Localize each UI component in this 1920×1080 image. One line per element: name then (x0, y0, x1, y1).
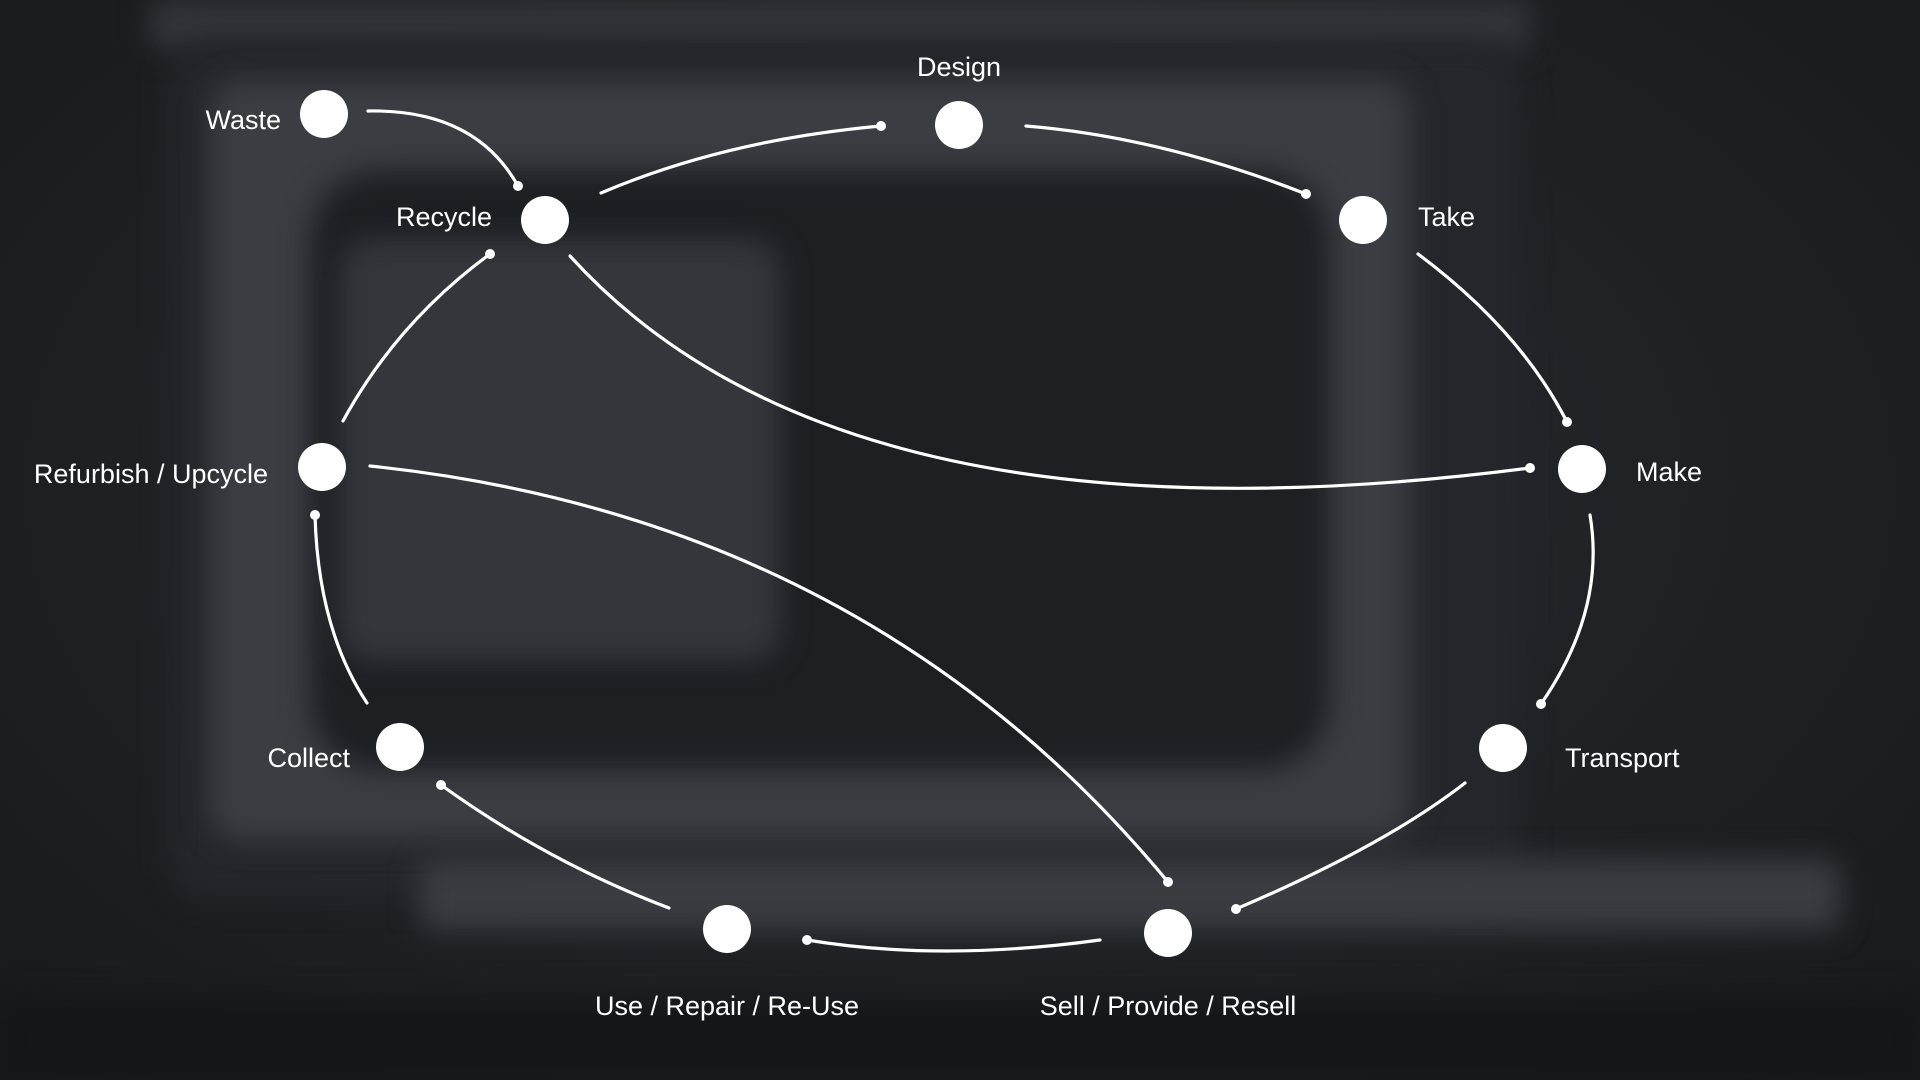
node-label-waste: Waste (205, 105, 281, 135)
edge-use-collect (439, 783, 671, 910)
edge-endpoint-recycle-design (876, 121, 886, 131)
node-transport (1479, 724, 1527, 772)
node-label-collect: Collect (267, 743, 350, 773)
node-label-make: Make (1636, 457, 1702, 487)
diagram-nodes (298, 90, 1606, 957)
edge-endpoint-transport-sell (1231, 904, 1241, 914)
node-label-refurbish: Refurbish / Upcycle (34, 459, 268, 489)
node-recycle (521, 196, 569, 244)
edge-endpoint-refurbish-recycle (485, 249, 495, 259)
edge-refurbish-sell (368, 464, 1170, 884)
edge-design-take (1024, 124, 1308, 196)
background-floor (0, 1000, 1920, 1080)
node-label-design: Design (917, 52, 1001, 82)
edge-collect-refurbish (313, 513, 369, 705)
node-label-use: Use / Repair / Re-Use (595, 991, 859, 1021)
node-refurbish (298, 443, 346, 491)
edge-endpoint-waste-recycle (513, 181, 523, 191)
node-label-transport: Transport (1565, 743, 1680, 773)
node-collect (376, 723, 424, 771)
edge-refurbish-recycle (341, 252, 492, 423)
node-use (703, 905, 751, 953)
edge-endpoint-recycle-make (1525, 463, 1535, 473)
node-label-sell: Sell / Provide / Resell (1040, 991, 1297, 1021)
edge-endpoint-make-transport (1536, 699, 1546, 709)
node-waste (300, 90, 348, 138)
edge-endpoint-design-take (1301, 189, 1311, 199)
node-sell (1144, 909, 1192, 957)
edge-endpoint-take-make (1562, 417, 1572, 427)
edge-transport-sell (1234, 781, 1467, 911)
edge-endpoint-collect-refurbish (310, 510, 320, 520)
edge-recycle-design (599, 124, 883, 195)
edge-make-transport (1539, 513, 1595, 706)
node-take (1339, 196, 1387, 244)
edge-endpoint-use-collect (436, 780, 446, 790)
node-design (935, 101, 983, 149)
edge-recycle-make (568, 254, 1532, 490)
edge-endpoint-refurbish-sell (1163, 877, 1173, 887)
node-make (1558, 445, 1606, 493)
edge-take-make (1416, 252, 1569, 424)
background-screen-detail (340, 240, 780, 660)
node-label-recycle: Recycle (396, 202, 492, 232)
background-shelf (420, 860, 1840, 930)
edge-sell-use (805, 938, 1102, 953)
node-label-take: Take (1418, 202, 1475, 232)
edge-waste-recycle (366, 109, 520, 188)
diagram-edges (310, 109, 1595, 953)
edge-endpoint-sell-use (802, 935, 812, 945)
